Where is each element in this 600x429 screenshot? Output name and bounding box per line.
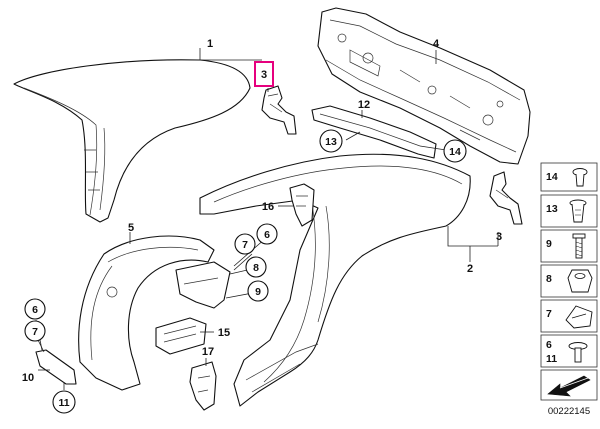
callout-6-mid: 6 bbox=[256, 223, 278, 245]
part-wheel-arch-liner bbox=[78, 235, 215, 391]
push-rivet-icon bbox=[572, 168, 588, 187]
part-strip-10 bbox=[35, 349, 77, 385]
svg-text:3: 3 bbox=[496, 231, 502, 243]
part-bracket-17 bbox=[189, 361, 217, 411]
svg-text:7: 7 bbox=[242, 239, 248, 251]
svg-text:13: 13 bbox=[546, 203, 558, 215]
svg-text:8: 8 bbox=[253, 262, 259, 274]
part-rear-panel bbox=[317, 7, 531, 165]
callout-4: 4 bbox=[433, 38, 440, 50]
svg-text:11: 11 bbox=[58, 397, 69, 409]
part-bracket-16 bbox=[289, 183, 315, 227]
svg-text:6: 6 bbox=[264, 229, 270, 241]
reference-number: 00222145 bbox=[548, 406, 590, 417]
callout-8: 8 bbox=[245, 256, 267, 278]
legend-row-6-11: 6 11 bbox=[540, 334, 598, 368]
part-bracket-upper bbox=[261, 85, 297, 135]
svg-text:1: 1 bbox=[207, 38, 213, 50]
svg-text:10: 10 bbox=[22, 372, 34, 384]
collar-screw-icon bbox=[568, 342, 588, 363]
callout-2: 2 bbox=[467, 263, 473, 275]
callout-7-mid: 7 bbox=[234, 233, 256, 255]
callout-11: 11 bbox=[52, 390, 76, 414]
svg-text:12: 12 bbox=[358, 99, 370, 111]
svg-text:7: 7 bbox=[546, 308, 552, 320]
callout-3-right: 3 bbox=[496, 231, 502, 243]
callout-1: 1 bbox=[207, 38, 213, 50]
part-plate-15 bbox=[155, 317, 207, 355]
highlight-box bbox=[254, 61, 274, 87]
part-side-panel bbox=[199, 153, 471, 407]
svg-text:6: 6 bbox=[32, 304, 38, 316]
svg-text:4: 4 bbox=[433, 38, 440, 50]
svg-text:6: 6 bbox=[546, 339, 552, 351]
callout-5: 5 bbox=[128, 222, 134, 234]
legend-row-7: 7 bbox=[540, 299, 598, 333]
svg-text:5: 5 bbox=[128, 222, 134, 234]
svg-text:8: 8 bbox=[546, 273, 552, 285]
callout-9: 9 bbox=[247, 280, 269, 302]
part-liner-bracket bbox=[175, 261, 231, 309]
callout-10: 10 bbox=[22, 372, 34, 384]
svg-text:16: 16 bbox=[262, 201, 274, 213]
callout-13-top: 13 bbox=[319, 129, 343, 153]
part-side-panel-section bbox=[13, 59, 251, 223]
svg-text:13: 13 bbox=[325, 136, 337, 148]
reference-arrow-box bbox=[540, 369, 598, 401]
svg-text:9: 9 bbox=[255, 286, 261, 298]
spring-nut-icon bbox=[565, 305, 593, 329]
svg-text:3: 3 bbox=[261, 69, 267, 81]
legend-row-14: 14 bbox=[540, 162, 598, 192]
direction-arrow-icon bbox=[547, 375, 591, 397]
legend-row-13: 13 bbox=[540, 194, 598, 228]
callout-14-top: 14 bbox=[443, 139, 467, 163]
svg-text:15: 15 bbox=[218, 327, 230, 339]
fastener-legend: 14 13 9 bbox=[540, 162, 598, 417]
legend-row-8: 8 bbox=[540, 264, 598, 298]
svg-text:14: 14 bbox=[449, 146, 461, 158]
part-bracket-right bbox=[489, 171, 523, 225]
callout-17: 17 bbox=[202, 346, 214, 358]
callout-12: 12 bbox=[358, 99, 370, 111]
legend-row-9: 9 bbox=[540, 229, 598, 263]
callout-16: 16 bbox=[262, 201, 274, 213]
svg-text:11: 11 bbox=[546, 353, 557, 365]
clip-nut-icon bbox=[567, 269, 593, 293]
callout-6-left: 6 bbox=[24, 298, 46, 320]
screw-icon bbox=[572, 233, 586, 259]
part-trim-strip bbox=[311, 105, 437, 159]
svg-text:2: 2 bbox=[467, 263, 473, 275]
callout-15: 15 bbox=[218, 327, 230, 339]
svg-text:17: 17 bbox=[202, 346, 214, 358]
svg-text:9: 9 bbox=[546, 238, 552, 250]
svg-text:7: 7 bbox=[32, 326, 38, 338]
expanding-nut-icon bbox=[569, 199, 587, 223]
callout-7-left: 7 bbox=[24, 320, 46, 342]
svg-text:14: 14 bbox=[546, 171, 558, 183]
callout-3-highlighted[interactable]: 3 bbox=[254, 61, 274, 87]
